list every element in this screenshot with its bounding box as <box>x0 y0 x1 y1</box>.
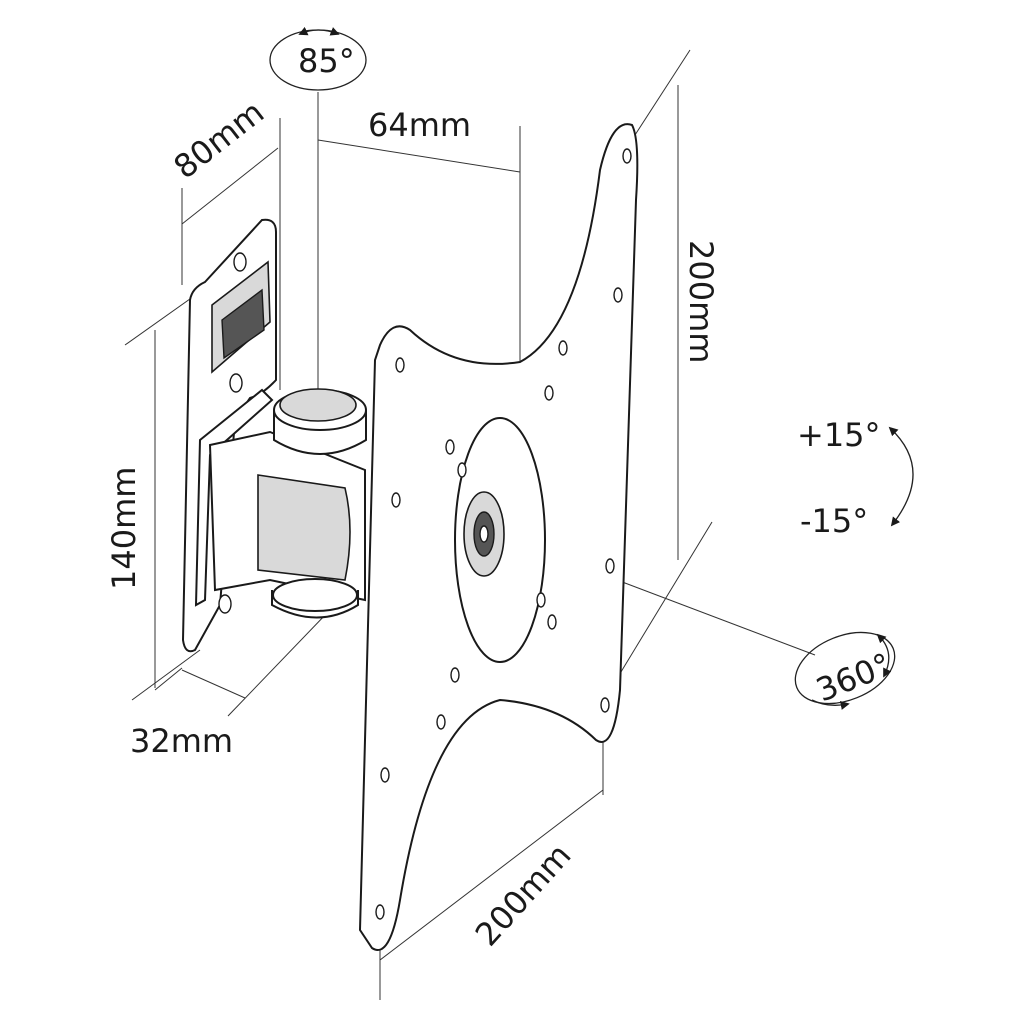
rotation-angle-label: 360° <box>811 645 897 709</box>
vesa-plate <box>358 123 639 951</box>
bracket-height-label: 140mm <box>105 467 143 590</box>
depth-label: 80mm <box>167 93 272 186</box>
plate-height-label: 200mm <box>682 240 720 363</box>
plate-width-label: 200mm <box>468 836 579 953</box>
top-width-label: 64mm <box>368 106 471 144</box>
tilt-angle-indicator <box>888 426 914 527</box>
swivel-arm <box>208 388 367 619</box>
swivel-angle-label: 85° <box>298 42 355 80</box>
rotation-angle-indicator <box>794 631 896 710</box>
swivel-angle-indicator <box>269 26 367 91</box>
vesa-holes <box>375 148 632 920</box>
tilt-up-label: +15° <box>797 416 881 454</box>
bracket-width-label: 32mm <box>130 722 233 760</box>
tilt-down-label: -15° <box>800 502 868 540</box>
